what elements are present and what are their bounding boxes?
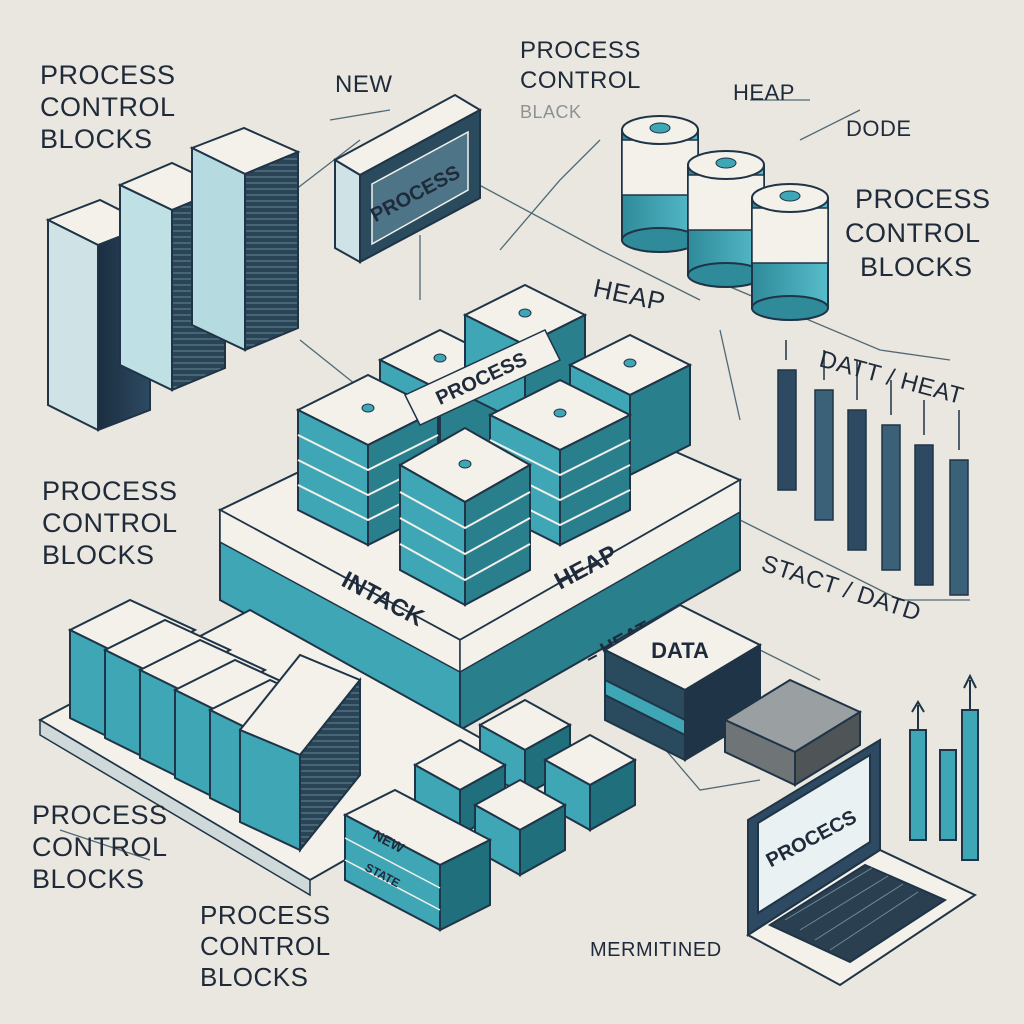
pcb-right-line2: CONTROL xyxy=(845,218,981,248)
pcb-mid-left-line2: CONTROL xyxy=(42,508,178,538)
slab-stack xyxy=(37,598,523,897)
pcb-bottom-center-line1: PROCESS xyxy=(200,900,331,930)
pcb-bottom-left-line1: PROCESS xyxy=(32,800,168,830)
laptop: PROCECS xyxy=(746,738,978,987)
pcb-mid-left-line1: PROCESS xyxy=(42,476,178,506)
data-box: DATA xyxy=(602,603,863,787)
pcb-right-line3: BLOCKS xyxy=(860,252,973,282)
pcb-top-left-line1: PROCESS xyxy=(40,60,176,90)
heap-top-label: HEAP xyxy=(733,80,795,105)
pcb-top-left-line2: CONTROL xyxy=(40,92,176,122)
pcb-bottom-left-line2: CONTROL xyxy=(32,832,168,862)
server-towers xyxy=(45,126,301,432)
pcb-top-center-line3: BLACK xyxy=(520,102,582,122)
process-block-stacks: PROCESS xyxy=(295,283,693,607)
pcb-bottom-center-line2: CONTROL xyxy=(200,931,331,961)
bar-columns xyxy=(777,340,969,596)
pcb-top-left-line3: BLOCKS xyxy=(40,124,153,154)
pcb-mid-left-line3: BLOCKS xyxy=(42,540,155,570)
new-label: NEW xyxy=(335,71,393,98)
up-arrows xyxy=(909,673,979,861)
dode-label: DODE xyxy=(846,116,912,141)
data-box-label: DATA xyxy=(651,638,709,663)
pcb-bottom-center-line3: BLOCKS xyxy=(200,962,309,992)
pcb-bottom-left-line3: BLOCKS xyxy=(32,864,145,894)
small-box-cluster: NEW STATE xyxy=(342,698,638,932)
cylinders xyxy=(621,115,829,321)
process-sign: PROCESS xyxy=(332,93,483,264)
pcb-top-center-line2: CONTROL xyxy=(520,67,641,94)
mermitined-label: MERMITINED xyxy=(590,939,722,961)
pcb-top-center-line1: PROCESS xyxy=(520,37,641,64)
pcb-right-line1: PROCESS xyxy=(855,184,991,214)
